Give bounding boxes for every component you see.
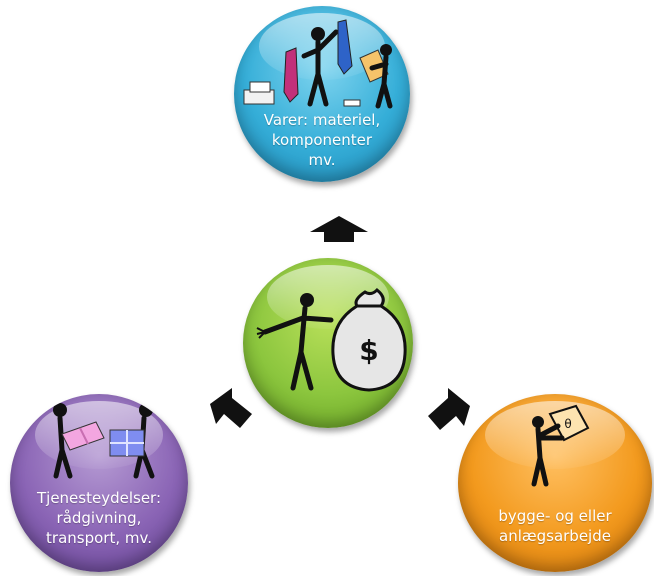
goods-label-line-2: komponenter	[271, 131, 373, 149]
money-circle: $	[243, 258, 413, 428]
arrow-up-icon	[310, 216, 368, 242]
arrow-left-icon	[210, 388, 252, 428]
services-circle: Tjenesteydelser: rådgivning, transport, …	[10, 394, 188, 572]
goods-label: Varer: materiel, komponenter mv.	[234, 110, 410, 170]
svg-text:θ: θ	[564, 417, 571, 431]
services-label-line-3: transport, mv.	[46, 529, 152, 547]
goods-label-line-1: Varer: materiel,	[263, 111, 381, 129]
money-bag-icon: $	[256, 287, 407, 392]
services-label-line-1: Tjenesteydelser:	[36, 489, 161, 507]
construction-label-line-2: anlægsarbejde	[499, 527, 611, 545]
construction-label-line-1: bygge- og eller	[498, 507, 612, 525]
services-label-line-2: rådgivning,	[56, 509, 142, 527]
svg-text:$: $	[359, 334, 378, 367]
construction-label: bygge- og eller anlægsarbejde	[458, 506, 652, 546]
construction-circle: θ bygge- og eller anlægsarbejde	[458, 394, 652, 572]
people-carrying-parcels-icon	[53, 403, 155, 479]
goods-label-line-3: mv.	[308, 151, 336, 169]
person-with-sign-icon: θ	[531, 404, 590, 487]
services-label: Tjenesteydelser: rådgivning, transport, …	[10, 488, 188, 548]
arrow-right-icon	[428, 388, 470, 430]
goods-circle: Varer: materiel, komponenter mv.	[234, 6, 410, 182]
people-with-goods-icon	[243, 19, 393, 109]
